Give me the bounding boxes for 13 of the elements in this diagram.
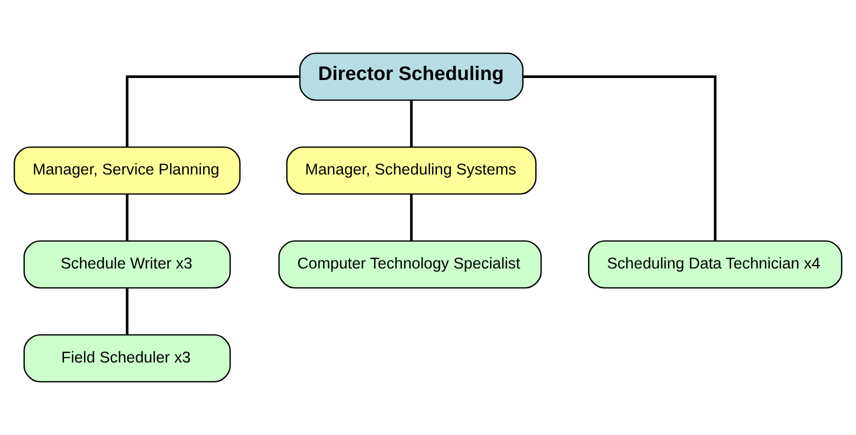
connector bbox=[126, 75, 300, 147]
node-box: Manager, Service Planning bbox=[14, 146, 241, 195]
connector bbox=[410, 100, 413, 147]
connector bbox=[523, 75, 716, 241]
node-box: Field Scheduler x3 bbox=[23, 334, 231, 382]
node-box: Manager, Scheduling Systems bbox=[286, 146, 537, 195]
node-box: Schedule Writer x3 bbox=[23, 240, 231, 289]
node-box: Director Scheduling bbox=[299, 52, 524, 101]
connector bbox=[126, 194, 128, 240]
node-box: Scheduling Data Technician x4 bbox=[588, 240, 842, 289]
node-box: Computer Technology Specialist bbox=[278, 240, 542, 289]
connector bbox=[410, 194, 413, 240]
connector bbox=[126, 288, 128, 334]
